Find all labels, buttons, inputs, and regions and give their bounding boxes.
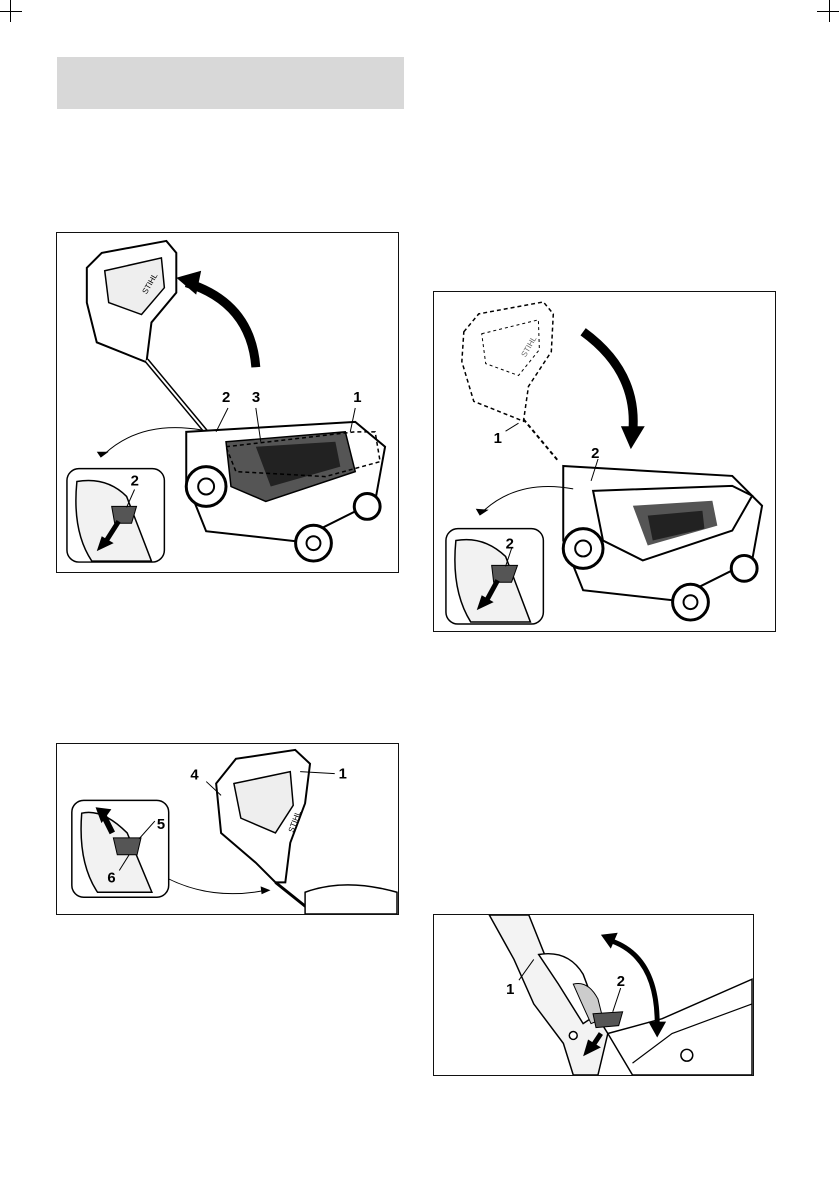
figure-lower-handle: STIHL 1 2 2 (433, 291, 776, 632)
callout-2: 2 (222, 390, 230, 406)
callout-1: 1 (353, 390, 361, 406)
callout-1: 1 (506, 982, 514, 998)
callout-2: 2 (591, 446, 599, 462)
figure-raise-handle: STIHL 1 2 3 2 (56, 232, 399, 573)
crop-mark-top-left-h (0, 11, 22, 12)
brand-logo-text: STIHL (519, 334, 538, 358)
figure-handle-lever: STIHL 1 4 5 6 (56, 743, 399, 915)
section-heading-bar (57, 57, 404, 109)
handle-lever-illustration: STIHL 1 4 5 6 (57, 744, 398, 914)
callout-1: 1 (494, 431, 502, 447)
callout-1: 1 (339, 767, 347, 783)
callout-4: 4 (190, 768, 199, 784)
mower-illustration-lower: STIHL 1 2 2 (434, 292, 775, 631)
callout-inset-2: 2 (506, 536, 514, 552)
crop-mark-top-right-h (817, 11, 839, 12)
callout-6: 6 (107, 870, 115, 886)
mower-illustration-raise: STIHL 1 2 3 2 (57, 233, 398, 572)
callout-3: 3 (252, 390, 260, 406)
lever-closeup-illustration: 1 2 (434, 915, 753, 1075)
callout-2: 2 (617, 974, 625, 990)
figure-lever-closeup: 1 2 (433, 914, 754, 1076)
callout-5: 5 (157, 817, 165, 833)
callout-inset-2: 2 (131, 474, 139, 490)
